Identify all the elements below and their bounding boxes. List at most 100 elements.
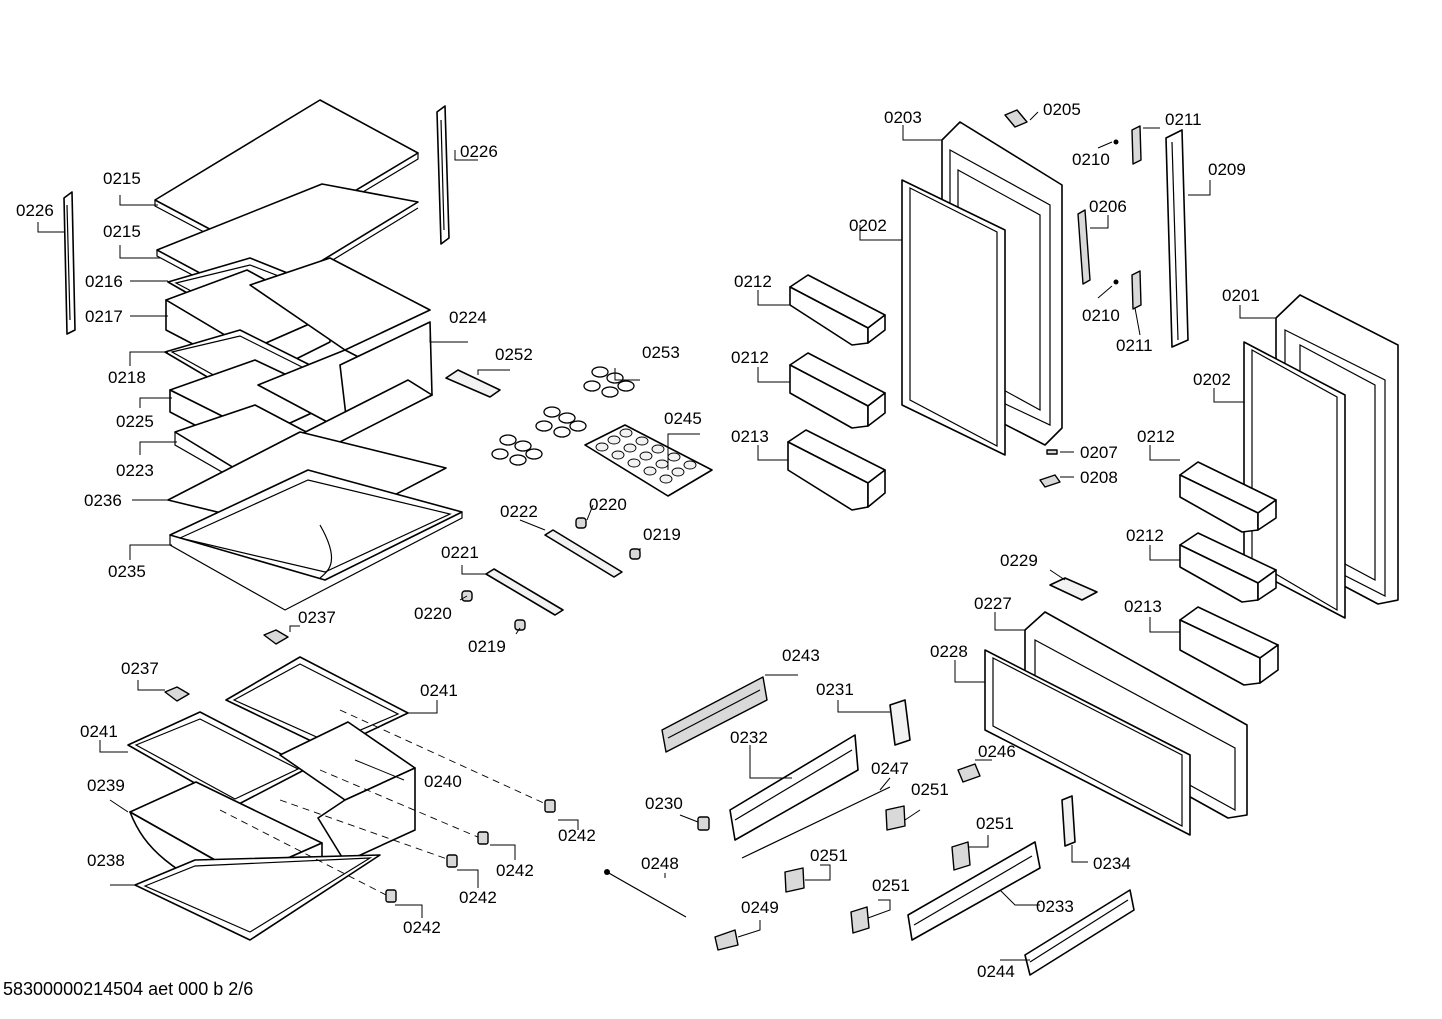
label-0219-b: 0219 [468,637,506,656]
label-0220-a: 0220 [589,495,627,514]
part-0245-egg-tray [584,424,713,497]
part-0238-tray [134,854,381,941]
label-0205: 0205 [1043,100,1081,119]
part-0220-knob-a [575,517,587,529]
part-0241-glass-lid-right [225,656,409,751]
label-0251-c: 0251 [810,846,848,865]
part-0211-clips [1131,125,1142,310]
part-0231-bracket [889,699,911,746]
label-0244: 0244 [977,962,1015,981]
label-0238: 0238 [87,851,125,870]
label-0201: 0201 [1222,286,1260,305]
label-0213-a: 0213 [731,427,769,446]
label-0228: 0228 [930,642,968,661]
label-0233: 0233 [1036,897,1074,916]
part-0213-bin [787,429,886,511]
label-0247: 0247 [871,759,909,778]
label-0206: 0206 [1089,197,1127,216]
label-0242-a: 0242 [558,826,596,845]
label-0232: 0232 [730,728,768,747]
label-0208: 0208 [1080,468,1118,487]
label-0219-a: 0219 [643,525,681,544]
part-0210-pins [1113,139,1119,285]
label-0249: 0249 [741,898,779,917]
label-0235: 0235 [108,562,146,581]
label-0239: 0239 [87,776,125,795]
part-0237-clip-a [263,629,289,645]
part-0234-bracket [1061,795,1076,847]
part-0237-clip-b [164,686,190,702]
document-footer-code: 58300000214504 aet 000 b 2/6 [3,979,254,999]
label-0213-b: 0213 [1124,597,1162,616]
part-0230-clip [697,816,710,831]
label-0217: 0217 [85,307,123,326]
label-0211-a: 0211 [1165,110,1202,129]
label-0237-a: 0237 [298,608,336,627]
label-0212-b: 0212 [731,348,769,367]
label-0209: 0209 [1208,160,1246,179]
part-0232-rail [729,734,859,841]
part-0240-drawer-right [279,721,416,863]
label-0251-b: 0251 [976,814,1014,833]
label-0212-c: 0212 [1137,427,1175,446]
part-0212-bin-c [1179,461,1277,533]
label-0225: 0225 [116,412,154,431]
label-0224: 0224 [449,308,487,327]
part-0212-bin-a [789,274,886,346]
label-0253: 0253 [642,343,680,362]
leader-lines [37,111,1276,961]
label-0220-b: 0220 [414,604,452,623]
part-0244-rail [1024,889,1135,976]
label-0245: 0245 [664,409,702,428]
label-0242-c: 0242 [459,888,497,907]
part-0212-bin-b [789,352,886,429]
part-0209-strip [1165,129,1189,348]
label-0223: 0223 [116,461,154,480]
label-0218: 0218 [108,368,146,387]
label-0237-b: 0237 [121,659,159,678]
part-0205-block [1004,109,1028,128]
part-0242-clips [385,799,556,903]
label-0221: 0221 [441,543,479,562]
part-0233-rail [907,841,1041,941]
part-0208-clip [1039,474,1061,488]
part-0222-rail [544,529,623,578]
label-0242-d: 0242 [403,918,441,937]
part-labels: 0215 0215 0216 0217 0218 0225 0223 0236 … [16,100,1260,981]
label-0243: 0243 [782,646,820,665]
part-0243-slide [661,676,768,753]
label-0215-b: 0215 [103,222,141,241]
label-0229: 0229 [1000,551,1038,570]
label-0202-b: 0202 [1193,370,1231,389]
label-0202-a: 0202 [849,216,887,235]
label-0210-b: 0210 [1082,306,1120,325]
label-0212-a: 0212 [734,272,772,291]
part-0221-rail [485,568,564,616]
part-0226-right-rail [436,105,450,245]
label-0210-a: 0210 [1072,150,1110,169]
part-0212-bin-d [1179,532,1277,603]
part-0252-bracket [445,369,501,398]
label-0211-b: 0211 [1116,336,1153,355]
label-0241-a: 0241 [420,681,458,700]
part-0251-pads [784,805,971,934]
label-0226-a: 0226 [16,201,54,220]
part-0253-egg-cups [491,366,635,466]
label-0246: 0246 [978,742,1016,761]
label-0242-b: 0242 [496,861,534,880]
label-0207: 0207 [1080,443,1118,462]
label-0216: 0216 [85,272,123,291]
part-0207-screw [1046,449,1058,455]
label-0236: 0236 [84,491,122,510]
label-0230: 0230 [645,794,683,813]
part-0229-bracket [1049,577,1098,601]
label-0252: 0252 [495,345,533,364]
dashed-guides-0242 [219,709,549,898]
label-0251-a: 0251 [911,780,949,799]
part-0247-rod [741,786,891,859]
label-0222: 0222 [500,502,538,521]
part-0248-cable [604,869,687,918]
part-0235-base-frame [169,469,463,611]
label-0251-d: 0251 [872,876,910,895]
